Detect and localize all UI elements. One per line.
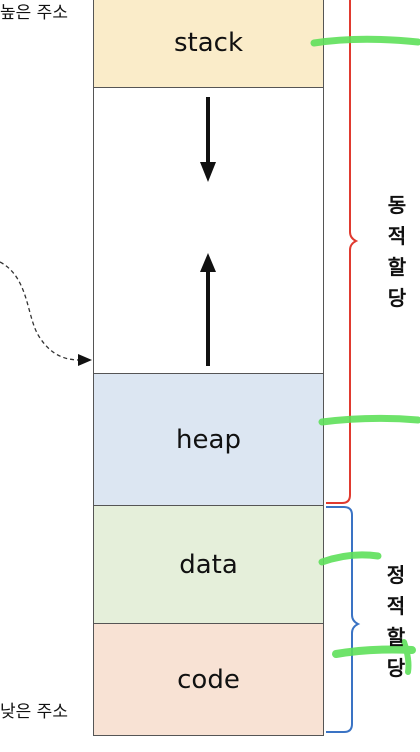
dynamic-label-char: 동 bbox=[387, 193, 407, 217]
dynamic-label-char: 당 bbox=[387, 286, 407, 310]
data-highlight-mark bbox=[318, 551, 382, 566]
dynamic-allocation-brace bbox=[326, 0, 359, 504]
code-highlight-tail bbox=[401, 639, 412, 675]
low-address-label: 낮은 주소 bbox=[0, 702, 68, 722]
static-label-char: 적 bbox=[386, 594, 406, 618]
heap-segment: heap bbox=[93, 373, 324, 506]
pointer-arrow-icon bbox=[0, 261, 92, 366]
code-label: code bbox=[177, 664, 240, 695]
highlight-marks bbox=[310, 35, 420, 675]
stack-growth-arrow-icon bbox=[200, 97, 216, 182]
stack-segment: stack bbox=[93, 0, 324, 88]
dynamic-label-char: 할 bbox=[387, 255, 407, 279]
static-label-char: 당 bbox=[386, 656, 406, 680]
heap-growth-arrow-icon bbox=[200, 253, 216, 366]
stack-highlight-mark bbox=[310, 35, 420, 47]
static-allocation-label: 정 적 할 당 bbox=[381, 560, 411, 684]
data-segment: data bbox=[93, 505, 324, 624]
data-label: data bbox=[179, 549, 238, 580]
heap-highlight-mark bbox=[318, 414, 420, 426]
dynamic-label-char: 적 bbox=[387, 224, 407, 248]
dynamic-allocation-label: 동 적 할 당 bbox=[382, 190, 412, 314]
stack-label: stack bbox=[173, 28, 244, 58]
static-allocation-brace bbox=[326, 506, 361, 733]
code-segment: code bbox=[93, 623, 324, 736]
high-address-label: 높은 주소 bbox=[0, 3, 68, 23]
heap-label: heap bbox=[176, 424, 241, 455]
static-label-char: 정 bbox=[386, 563, 406, 587]
static-label-char: 할 bbox=[386, 625, 406, 649]
